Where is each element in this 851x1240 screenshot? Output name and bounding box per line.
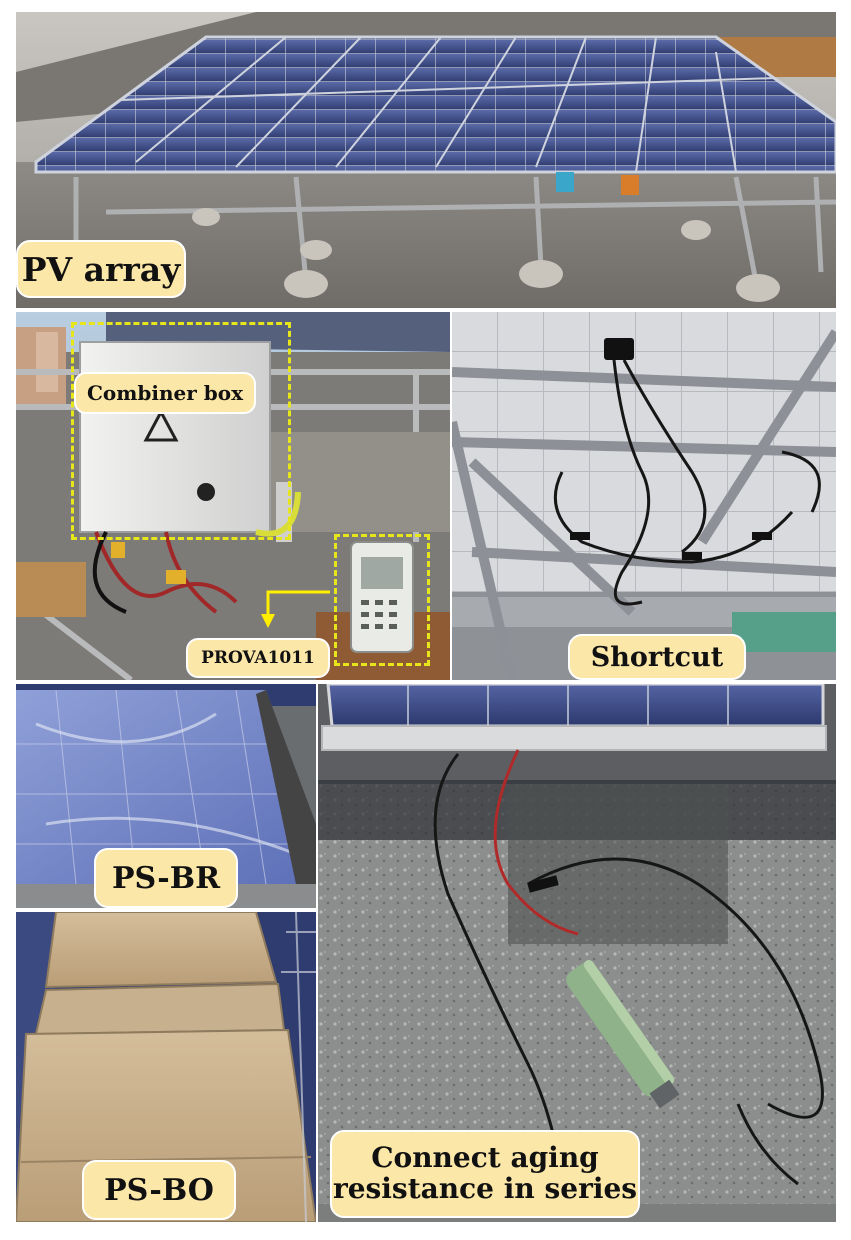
shortcut-photo-illustration bbox=[452, 312, 836, 680]
photo-combiner-box: Combiner box PROVA1011 bbox=[16, 312, 450, 680]
label-ps-br: PS-BR bbox=[94, 848, 238, 908]
label-combiner-box: Combiner box bbox=[74, 372, 256, 414]
pv-array-photo-illustration bbox=[16, 12, 836, 308]
photo-aging-resistance: Connect aging resistance in series bbox=[318, 684, 836, 1222]
ps-br-photo-illustration bbox=[16, 684, 316, 908]
label-shortcut: Shortcut bbox=[568, 634, 746, 680]
label-prova1011: PROVA1011 bbox=[186, 638, 330, 678]
photo-shortcut: Shortcut bbox=[452, 312, 836, 680]
label-aging-resistance: Connect aging resistance in series bbox=[330, 1130, 640, 1218]
label-pv-array: PV array bbox=[16, 240, 186, 298]
highlight-combiner-box bbox=[71, 322, 291, 540]
highlight-prova-meter bbox=[334, 534, 430, 666]
photo-ps-br: PS-BR bbox=[16, 684, 316, 908]
label-ps-bo: PS-BO bbox=[82, 1160, 236, 1220]
photo-pv-array: PV array bbox=[16, 12, 836, 308]
photo-ps-bo: PS-BO bbox=[16, 912, 316, 1222]
